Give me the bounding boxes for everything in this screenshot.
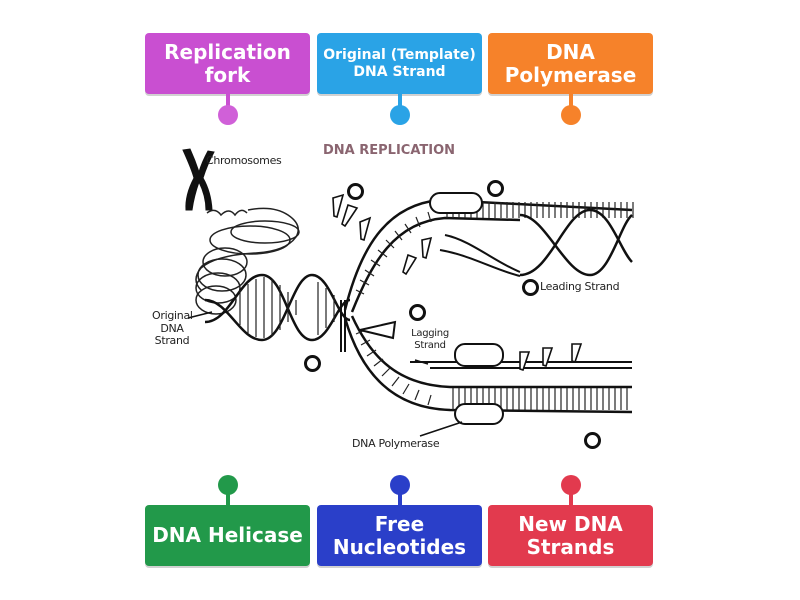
tile-drag-dot[interactable]: [390, 475, 410, 495]
replication-fork-arms: [343, 198, 633, 414]
tile-label-line: DNA Helicase: [152, 523, 303, 547]
label-line: DNA: [160, 321, 184, 335]
label-line: Strand: [414, 339, 446, 351]
tile-original-template-dna-strand[interactable]: Original (Template)DNA Strand: [317, 33, 482, 94]
tile-stem: [398, 93, 402, 107]
tile-label-line: DNA: [546, 39, 595, 64]
label-line: Strand: [154, 334, 190, 348]
tile-drag-dot[interactable]: [218, 105, 238, 125]
tile-label-line: Original (Template): [323, 47, 476, 64]
label-original-dna-strand: Original DNA Strand: [152, 309, 193, 348]
tile-label-line: Nucleotides: [332, 534, 467, 559]
tile-label-line: Free: [374, 511, 425, 536]
tile-stem: [569, 493, 573, 507]
diagram-title: DNA REPLICATION: [323, 143, 456, 158]
tile-label-line: fork: [204, 62, 251, 87]
tile-stem: [226, 93, 230, 107]
drop-target-hotspot[interactable]: [347, 183, 364, 200]
drop-target-hotspot[interactable]: [304, 355, 321, 372]
label-chromosomes: Chromosomes: [206, 154, 282, 167]
leading-strand-helix: [519, 208, 633, 277]
tile-drag-dot[interactable]: [218, 475, 238, 495]
dna-polymerase-enzymes: [359, 192, 504, 425]
tile-dna-helicase[interactable]: DNA Helicase: [145, 505, 310, 566]
lagging-upper-strand: [439, 234, 521, 277]
drop-target-hotspot[interactable]: [409, 304, 426, 321]
label-pointer-lines: [187, 311, 463, 437]
tile-stem: [398, 493, 402, 507]
upper-strand-rungs: [445, 202, 635, 218]
label-leading-strand: Leading Strand: [540, 280, 620, 293]
tile-label-line: Strands: [526, 534, 615, 559]
label-lagging-strand: Lagging Strand: [408, 328, 452, 351]
tile-stem: [226, 493, 230, 507]
drop-target-hotspot[interactable]: [584, 432, 601, 449]
original-dna-helix: [204, 273, 351, 342]
tile-drag-dot[interactable]: [390, 105, 410, 125]
tile-drag-dot[interactable]: [561, 475, 581, 495]
tile-stem: [569, 93, 573, 107]
tile-label-line: DNA Strand: [353, 63, 446, 80]
label-line: Lagging: [411, 328, 449, 339]
drop-target-hotspot[interactable]: [522, 279, 539, 296]
chromatin-coil: [195, 207, 300, 315]
tile-drag-dot[interactable]: [561, 105, 581, 125]
tile-label-line: Polymerase: [504, 62, 637, 87]
original-dna-rungs: [239, 277, 335, 338]
tile-label-line: New DNA: [518, 511, 623, 536]
label-dna-polymerase: DNA Polymerase: [352, 437, 440, 450]
helicase-bar: [340, 300, 346, 352]
drop-target-hotspot[interactable]: [487, 180, 504, 197]
free-nucleotide-icons: [332, 193, 583, 372]
label-line: Original: [152, 309, 193, 322]
fork-curve-rungs: [355, 211, 432, 406]
tile-label-line: Replication: [164, 39, 291, 64]
